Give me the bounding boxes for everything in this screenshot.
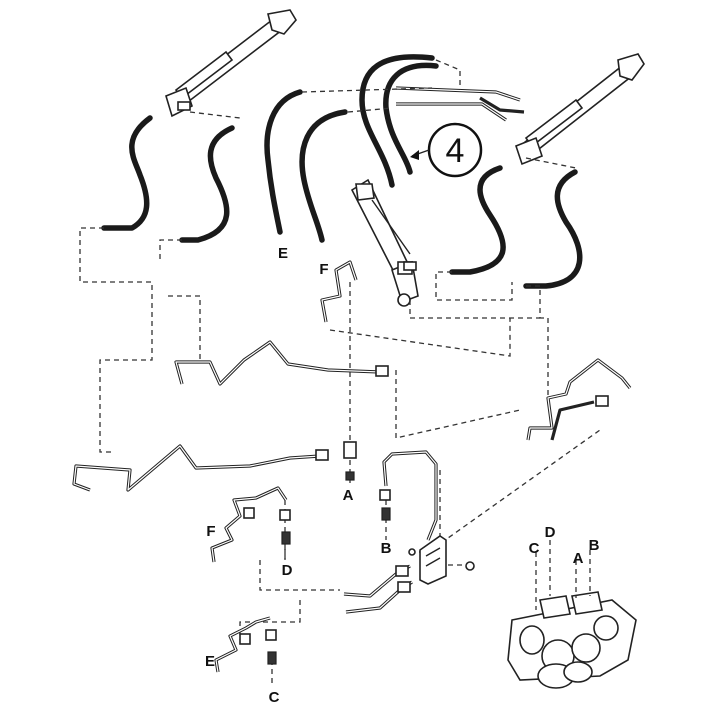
tilt-cylinder: [350, 178, 419, 307]
callout-number: 4: [446, 132, 465, 170]
steel-tube-e-lower: [214, 616, 271, 673]
tilt-cylinder-hoses: [359, 54, 439, 188]
left-cylinder-hoses: [101, 115, 235, 243]
callout-4: 4: [410, 122, 483, 178]
label-e-tube: E: [205, 653, 215, 670]
label-valve-b: B: [589, 537, 600, 554]
valve-block: [419, 535, 447, 585]
steel-tube-center-f: [320, 260, 358, 323]
label-e-hose: E: [278, 245, 288, 262]
label-b-port: B: [381, 540, 392, 557]
label-f-hose: F: [319, 261, 328, 278]
steel-tube-lower-left: [72, 444, 329, 492]
steel-tube-upper-left: [174, 340, 389, 386]
hose-f: [299, 109, 348, 243]
steel-tube-f-lower: [210, 486, 288, 563]
steel-tube-right: [526, 358, 632, 441]
right-lift-cylinder: [515, 53, 645, 166]
label-valve-d: D: [545, 524, 556, 541]
labels: E F F E A B C D A B C D: [205, 245, 600, 706]
label-d-port: D: [282, 562, 293, 579]
steel-tube-valve-b: [382, 450, 438, 541]
control-valve: [507, 540, 637, 689]
right-cylinder-hoses: [449, 165, 583, 289]
left-lift-cylinder: [165, 9, 297, 118]
label-valve-c: C: [529, 540, 540, 557]
label-c-port: C: [269, 689, 280, 706]
upper-tube-bundle: [395, 86, 525, 122]
hose-e: [264, 89, 303, 235]
fittings: [239, 261, 475, 665]
label-valve-a: A: [573, 550, 584, 567]
label-f-tube: F: [206, 523, 215, 540]
label-a-port: A: [343, 487, 354, 504]
